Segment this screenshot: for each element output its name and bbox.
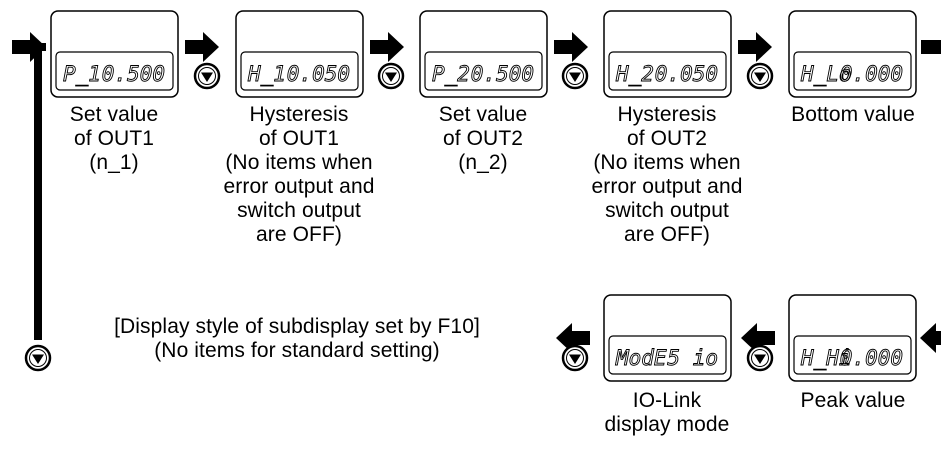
down-triangle-button-icon (193, 62, 221, 90)
label-peak-value: Peak value (800, 389, 906, 412)
lcd-screen-set-value-out2: P_2 0.500 (419, 10, 548, 98)
lcd-left-text: P_2 (432, 62, 470, 86)
lcd-right-text: 0.000 (840, 346, 903, 370)
lcd-screen-hysteresis-out2: H_2 0.050 (603, 10, 732, 98)
flow-arrow-icon (554, 32, 588, 62)
lcd-screen-bottom-value: H_Lo 0.000 (788, 10, 917, 98)
flow-arrow-icon (921, 40, 941, 54)
down-triangle-button-icon (561, 62, 589, 90)
lcd-right-text: 0.050 (655, 62, 718, 86)
lcd-right-text: 0.000 (840, 62, 903, 86)
label-set-value-out2: Set value of OUT2 (n_2) (438, 103, 528, 174)
lcd-left-text: H_Lo (800, 62, 852, 86)
down-triangle-button-icon (24, 344, 52, 372)
lcd-left-text: H_Hi (800, 346, 852, 370)
flow-arrow-icon (185, 32, 219, 62)
lcd-screen-io-link-display-mode: ModE 5 io (603, 294, 732, 382)
lcd-left-text: H_2 (615, 62, 654, 86)
lcd-right-text: 5 io (667, 346, 718, 370)
lcd-left-text: P_1 (63, 62, 101, 86)
lcd-screen-peak-value: H_Hi 0.000 (788, 294, 917, 382)
label-hysteresis-out2: Hysteresis of OUT2 (No items when error … (591, 103, 743, 246)
lcd-right-text: 0.500 (102, 62, 165, 86)
flow-arrow-icon (370, 32, 404, 62)
lcd-screen-set-value-out1: P_1 0.500 (50, 10, 179, 98)
down-triangle-button-icon (746, 344, 774, 372)
lcd-screen-hysteresis-out1: H_1 0.050 (235, 10, 364, 98)
flow-arrow-icon (556, 323, 590, 353)
lcd-right-text: 0.500 (471, 62, 534, 86)
down-triangle-button-icon (561, 344, 589, 372)
lcd-right-text: 0.050 (287, 62, 350, 86)
down-triangle-button-icon (377, 62, 405, 90)
label-io-link-display-mode: IO-Link display mode (604, 389, 730, 436)
flow-arrow-icon (741, 323, 775, 353)
flow-arrow-icon (12, 32, 46, 62)
flow-arrow-icon (738, 32, 772, 62)
down-triangle-button-icon (746, 62, 774, 90)
return-path-line (34, 43, 46, 340)
label-set-value-out1: Set value of OUT1 (n_1) (69, 103, 159, 174)
label-hysteresis-out1: Hysteresis of OUT1 (No items when error … (223, 103, 375, 246)
subdisplay-note: [Display style of subdisplay set by F10]… (114, 315, 480, 362)
flow-arrow-icon (920, 323, 941, 353)
label-bottom-value: Bottom value (791, 103, 915, 126)
lcd-left-text: H_1 (247, 62, 286, 86)
lcd-left-text: ModE (615, 346, 667, 370)
